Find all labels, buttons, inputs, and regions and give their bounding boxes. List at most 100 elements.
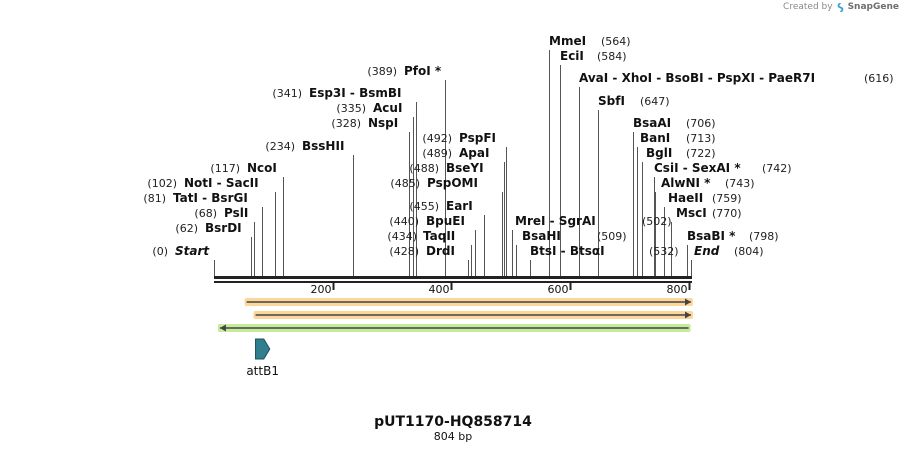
site-label-bsahi[interactable]: BsaHI(509): [522, 229, 627, 243]
site-label-bgli[interactable]: BglI (722): [646, 146, 716, 160]
site-label-bsrdi[interactable]: BsrDI(62): [175, 221, 241, 235]
site-label-taqii[interactable]: TaqII(434): [387, 229, 455, 243]
site-label-nspi[interactable]: NspI(328): [331, 116, 398, 130]
site-label-ecii[interactable]: EciI(584): [560, 49, 627, 63]
site-name: BglI: [646, 146, 672, 160]
site-position: (759): [712, 192, 742, 205]
site-name: AcuI: [373, 101, 402, 115]
site-position: (616): [864, 72, 894, 85]
site-label-end[interactable]: End (804): [694, 244, 764, 258]
site-position: (81): [143, 192, 166, 205]
site-position: (102): [147, 177, 177, 190]
site-label-tati[interactable]: TatI - BsrGI (81): [143, 191, 247, 205]
site-position: (389): [367, 65, 397, 78]
site-label-bani[interactable]: BanI (713): [640, 131, 716, 145]
primer-forward-1[interactable]: [244, 298, 693, 306]
site-position: (488): [409, 162, 439, 175]
site-name: PspOMI: [427, 176, 478, 190]
site-name: BtsI - BtsαI: [530, 244, 605, 258]
site-label-eari[interactable]: EarI(455): [409, 199, 472, 213]
feature-arrows: [217, 298, 693, 332]
site-position: (564): [601, 35, 631, 48]
site-name: CsiI - SexAI *: [654, 161, 741, 175]
site-name: BsaAI: [633, 116, 671, 130]
site-name: ApaI: [459, 146, 489, 160]
site-label-psli[interactable]: PslI(68): [194, 206, 248, 220]
site-position: (328): [331, 117, 361, 130]
site-label-mmei[interactable]: MmeI (564): [549, 34, 631, 48]
snapgene-logo-icon: [837, 2, 843, 12]
site-label-noti[interactable]: NotI - SacII (102): [147, 176, 258, 190]
site-name: End: [694, 244, 720, 258]
site-name: TatI - BsrGI: [173, 191, 248, 205]
site-position: (434): [387, 230, 417, 243]
site-label-pfoi[interactable]: PfoI * (389): [367, 64, 441, 78]
site-label-bsshii[interactable]: BssHII(234): [265, 139, 344, 153]
site-name: SbfI: [598, 94, 625, 108]
site-position: (770): [712, 207, 742, 220]
credit-prefix: Created by: [783, 2, 833, 12]
site-label-sbfi[interactable]: SbfI(647): [598, 94, 670, 108]
site-label-btsi[interactable]: BtsI - BtsαI (532): [530, 244, 679, 258]
snapgene-credit: Created by SnapGene: [783, 2, 899, 12]
site-label-bseyi[interactable]: BseYI(488): [409, 161, 483, 175]
site-position: (440): [389, 215, 419, 228]
site-position: (68): [194, 207, 217, 220]
site-label-avai[interactable]: AvaI - XhoI - BsoBI - PspXI - PaeR7I(616…: [579, 71, 894, 85]
attb1-feature[interactable]: attB1: [246, 338, 279, 378]
site-label-ncoi[interactable]: NcoI(117): [210, 161, 276, 175]
tick-label: 600: [548, 283, 569, 296]
site-label-msci[interactable]: MscI(770): [676, 206, 742, 220]
site-label-pspfi[interactable]: PspFI (492): [422, 131, 496, 145]
site-position: (706): [686, 117, 716, 130]
site-label-bsabi[interactable]: BsaBI *(798): [687, 229, 779, 243]
site-labels: Start(0) BsrDI(62)PslI(68)TatI - BsrGI (81…: [143, 34, 893, 258]
plasmid-name: pUT1170-HQ858714: [374, 414, 532, 430]
site-label-alwni[interactable]: AlwNI *(743): [661, 176, 755, 190]
site-label-bsaai[interactable]: BsaAI (706): [633, 116, 716, 130]
site-position: (742): [762, 162, 792, 175]
site-lines: [214, 50, 692, 276]
site-position: (743): [725, 177, 755, 190]
site-position: (485): [390, 177, 420, 190]
site-name: DrdI: [426, 244, 455, 258]
site-label-haeii[interactable]: HaeII(759): [668, 191, 742, 205]
attb1-label: attB1: [246, 364, 279, 378]
site-name: BsaHI: [522, 229, 561, 243]
primer-reverse[interactable]: [217, 324, 691, 332]
site-name: BpuEI: [426, 214, 465, 228]
site-label-drdi[interactable]: DrdI(428): [389, 244, 455, 258]
site-label-csii[interactable]: CsiI - SexAI * (742): [654, 161, 792, 175]
site-position: (341): [272, 87, 302, 100]
site-position: (798): [749, 230, 779, 243]
site-position: (532): [649, 245, 679, 258]
site-position: (722): [686, 147, 716, 160]
site-name: NotI - SacII: [184, 176, 259, 190]
site-label-mrei[interactable]: MreI - SgrAI(502): [515, 214, 672, 228]
scale-ticks: 200 400 600 800: [311, 283, 691, 296]
site-label-start[interactable]: Start(0): [152, 244, 210, 258]
site-label-bpuei[interactable]: BpuEI (440): [389, 214, 465, 228]
tick-label: 400: [429, 283, 450, 296]
dna-backbone: [214, 276, 692, 283]
site-position: (0): [152, 245, 168, 258]
site-name: MmeI: [549, 34, 586, 48]
site-label-pspomi[interactable]: PspOMI (485): [390, 176, 478, 190]
site-name: NcoI: [247, 161, 277, 175]
site-name: PfoI *: [404, 64, 442, 78]
site-position: (455): [409, 200, 439, 213]
site-name: EciI: [560, 49, 584, 63]
tick-label: 200: [311, 283, 332, 296]
site-position: (713): [686, 132, 716, 145]
site-position: (234): [265, 140, 295, 153]
site-position: (804): [734, 245, 764, 258]
site-label-esp3i[interactable]: Esp3I - BsmBI(341): [272, 86, 401, 100]
site-position: (492): [422, 132, 452, 145]
site-name: BanI: [640, 131, 670, 145]
site-name: PspFI: [459, 131, 496, 145]
primer-forward-2[interactable]: [253, 311, 693, 319]
site-label-apai[interactable]: ApaI(489): [422, 146, 489, 160]
site-label-acui[interactable]: AcuI(335): [336, 101, 402, 115]
backbone-bottom-strand: [214, 281, 692, 283]
tick-label: 800: [667, 283, 688, 296]
